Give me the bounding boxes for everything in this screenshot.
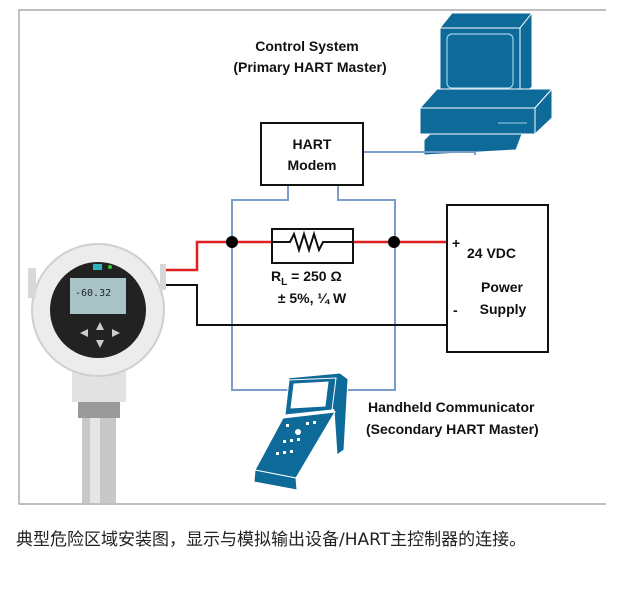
desktop-computer-icon: [418, 11, 554, 156]
hart-wiring-diagram: Control System (Primary HART Master) HAR…: [18, 9, 606, 505]
power-supply-box: [446, 204, 549, 353]
hart-signal-lines: [231, 151, 476, 402]
negative-wire: [165, 284, 447, 326]
transmitter-display-value: -60.32: [75, 288, 111, 299]
modem-sublabel: Modem: [288, 157, 337, 173]
handheld-sublabel: (Secondary HART Master): [366, 421, 539, 437]
resistor-zigzag: [272, 230, 353, 254]
resistor-tolerance-label: ± 5%, ¼ W: [278, 290, 347, 306]
control-system-label: Control System: [255, 38, 358, 54]
modem-label: HART: [293, 136, 332, 152]
plus-terminal-label: +: [452, 235, 460, 251]
minus-terminal-label: -: [453, 302, 458, 318]
power-label: Power: [481, 279, 524, 295]
voltage-label: 24 VDC: [467, 245, 516, 261]
supply-label: Supply: [480, 301, 527, 317]
handheld-communicator-icon: [253, 372, 349, 491]
junction-dot: [388, 236, 400, 248]
resistor-value-label: RL = 250 Ω: [271, 268, 342, 288]
handheld-label: Handheld Communicator: [368, 399, 535, 415]
field-transmitter-icon: -60.32: [28, 243, 166, 503]
hart-modem-box: [260, 122, 364, 186]
figure-frame: [18, 9, 606, 505]
control-system-sublabel: (Primary HART Master): [233, 59, 386, 75]
junction-dot: [226, 236, 238, 248]
figure-caption: 典型危险区域安装图，显示与模拟输出设备/HART主控制器的连接。: [16, 530, 527, 550]
resistor-box: [271, 228, 354, 264]
